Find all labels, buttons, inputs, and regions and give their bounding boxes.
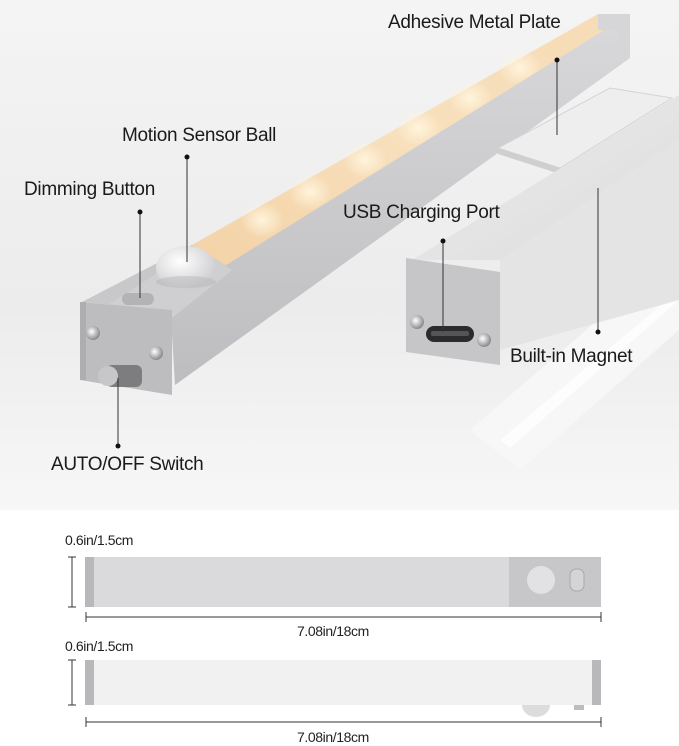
label-dimming-button: Dimming Button (24, 179, 155, 200)
dimensions-section: 0.6in/1.5cm 7.08in/18 (0, 510, 679, 746)
label-adhesive-metal-plate: Adhesive Metal Plate (388, 12, 561, 33)
label-auto-off-switch: AUTO/OFF Switch (51, 454, 204, 475)
top-view-height-label: 0.6in/1.5cm (65, 532, 133, 548)
charging-end-cap (406, 258, 500, 365)
side-view-length-label: 7.08in/18cm (297, 729, 369, 745)
dimming-button-shape (122, 293, 154, 305)
dimension-drawings (68, 556, 602, 727)
side-view-height-label: 0.6in/1.5cm (65, 638, 133, 654)
callout-lines (115, 57, 601, 449)
label-built-in-magnet: Built-in Magnet (510, 346, 633, 367)
light-bar-illustration (80, 14, 679, 449)
label-usb-charging-port: USB Charging Port (343, 202, 500, 223)
auto-off-switch-knob (98, 366, 118, 386)
top-view-bar (85, 557, 601, 607)
label-motion-sensor-ball: Motion Sensor Ball (122, 125, 277, 146)
top-view-length-label: 7.08in/18cm (297, 623, 369, 639)
side-view-bar (85, 660, 601, 717)
product-hero: Adhesive Metal Plate Motion Sensor Ball … (0, 0, 679, 510)
